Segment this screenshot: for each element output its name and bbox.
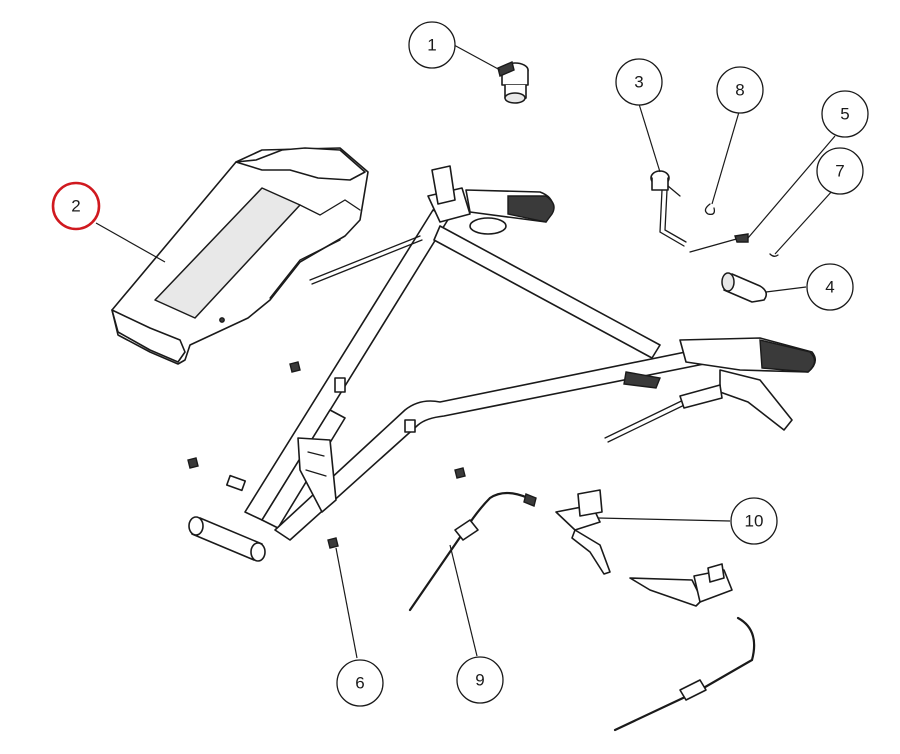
callout-2: 2 — [51, 181, 101, 231]
part-7-clip — [769, 253, 779, 257]
callout-5: 5 — [821, 90, 869, 138]
part-1-knob — [497, 61, 529, 104]
callout-10: 10 — [730, 497, 778, 545]
callout-4-label: 4 — [825, 278, 834, 297]
right-grip — [604, 337, 816, 443]
callout-8: 8 — [716, 66, 764, 114]
part-4-sleeve — [721, 272, 768, 303]
callout-9: 9 — [456, 656, 504, 704]
leader-lines — [95, 44, 836, 659]
part-2-console-cover — [111, 147, 369, 365]
part-6-nuts — [187, 361, 466, 549]
part-3-rod — [650, 170, 687, 247]
callout-10-label: 10 — [745, 512, 764, 531]
callout-6: 6 — [336, 659, 384, 707]
callout-3: 3 — [615, 58, 663, 106]
callout-2-label: 2 — [71, 197, 80, 216]
callout-9-label: 9 — [475, 671, 484, 690]
callout-1-label: 1 — [427, 36, 436, 55]
callout-3-label: 3 — [634, 73, 643, 92]
part-5-pin — [689, 233, 749, 253]
callout-7: 7 — [816, 147, 864, 195]
callout-2-highlight-ring — [51, 181, 101, 231]
part-8-clip — [704, 203, 716, 216]
callout-8-label: 8 — [735, 81, 744, 100]
part-10-brake-levers — [555, 489, 756, 732]
main-frame — [188, 209, 725, 562]
callout-6-label: 6 — [355, 674, 364, 693]
callout-1: 1 — [408, 21, 456, 69]
part-9-cable — [408, 491, 537, 612]
left-grip — [427, 165, 555, 235]
callout-5-label: 5 — [840, 105, 849, 124]
callout-7-label: 7 — [835, 162, 844, 181]
callout-4: 4 — [806, 263, 854, 311]
